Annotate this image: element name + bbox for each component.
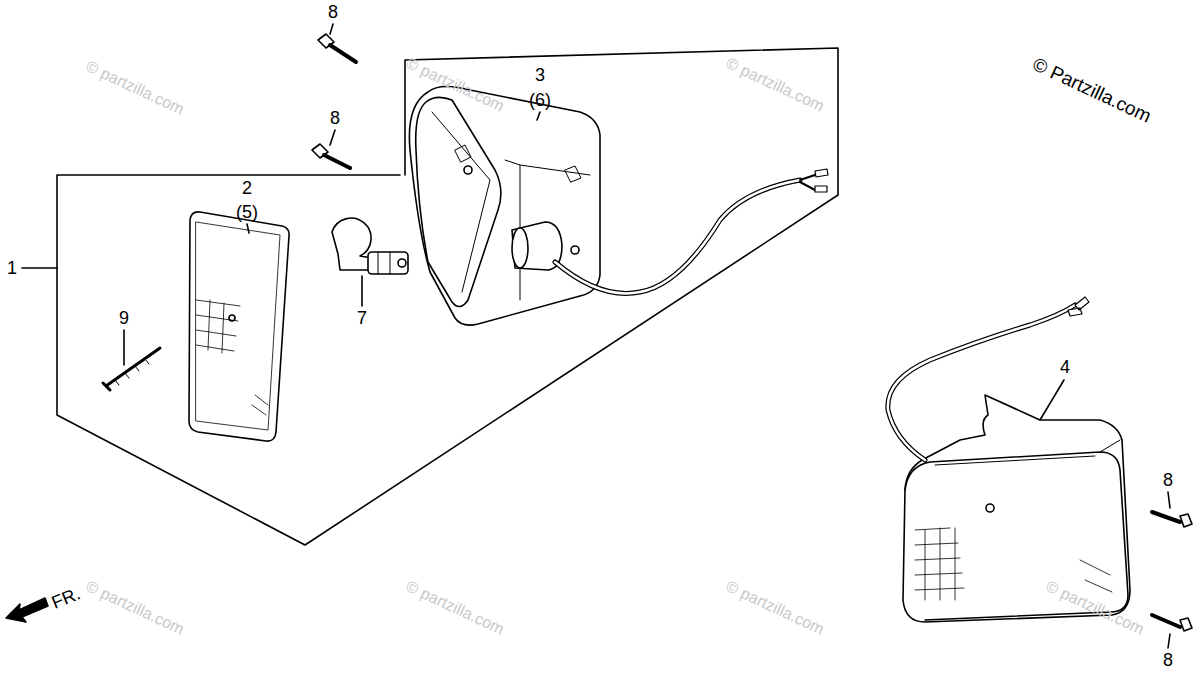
- watermark: © Partzilla.com: [1030, 54, 1154, 125]
- leader-line: [1168, 492, 1170, 508]
- leader-line: [22, 267, 57, 269]
- callout-number: (6): [529, 91, 551, 109]
- leader-line: [361, 276, 363, 306]
- callout-number: 8: [1163, 651, 1173, 669]
- watermark: © partzilla.com: [404, 578, 507, 637]
- leader-line: [330, 24, 333, 34]
- callout-number: 9: [119, 309, 129, 327]
- leader-line: [1168, 634, 1170, 648]
- callout-number: (5): [236, 203, 258, 221]
- watermark: © partzilla.com: [724, 578, 827, 637]
- leader-line: [537, 112, 540, 120]
- bolt: [1152, 512, 1192, 527]
- bolt: [318, 34, 356, 62]
- callout-number: 3: [535, 66, 545, 84]
- leader-line: [1040, 380, 1064, 420]
- screw: [103, 348, 160, 390]
- watermark: © partzilla.com: [724, 55, 827, 114]
- watermark: © partzilla.com: [84, 578, 187, 637]
- front-arrow: [6, 598, 48, 622]
- bulb: [332, 218, 408, 274]
- callout-number: 8: [1163, 471, 1173, 489]
- front-label: FR.: [49, 584, 83, 612]
- assembly-outline: [57, 48, 838, 545]
- tail-light: [903, 395, 1130, 622]
- bolt: [312, 144, 350, 168]
- wire: [888, 297, 1089, 460]
- watermark: © partzilla.com: [84, 58, 187, 117]
- callout-number: 4: [1060, 358, 1070, 376]
- callout-number: 8: [330, 109, 340, 127]
- leader-line: [247, 224, 249, 233]
- leader-line: [330, 130, 335, 145]
- callout-number: 1: [7, 259, 17, 277]
- callout-number: 7: [357, 309, 367, 327]
- bolt: [1152, 615, 1192, 631]
- lens: [189, 212, 289, 441]
- callout-number: 2: [242, 179, 252, 197]
- leader-line: [123, 330, 125, 365]
- housing: [409, 86, 600, 325]
- callout-number: 8: [328, 3, 338, 21]
- wire: [555, 169, 828, 293]
